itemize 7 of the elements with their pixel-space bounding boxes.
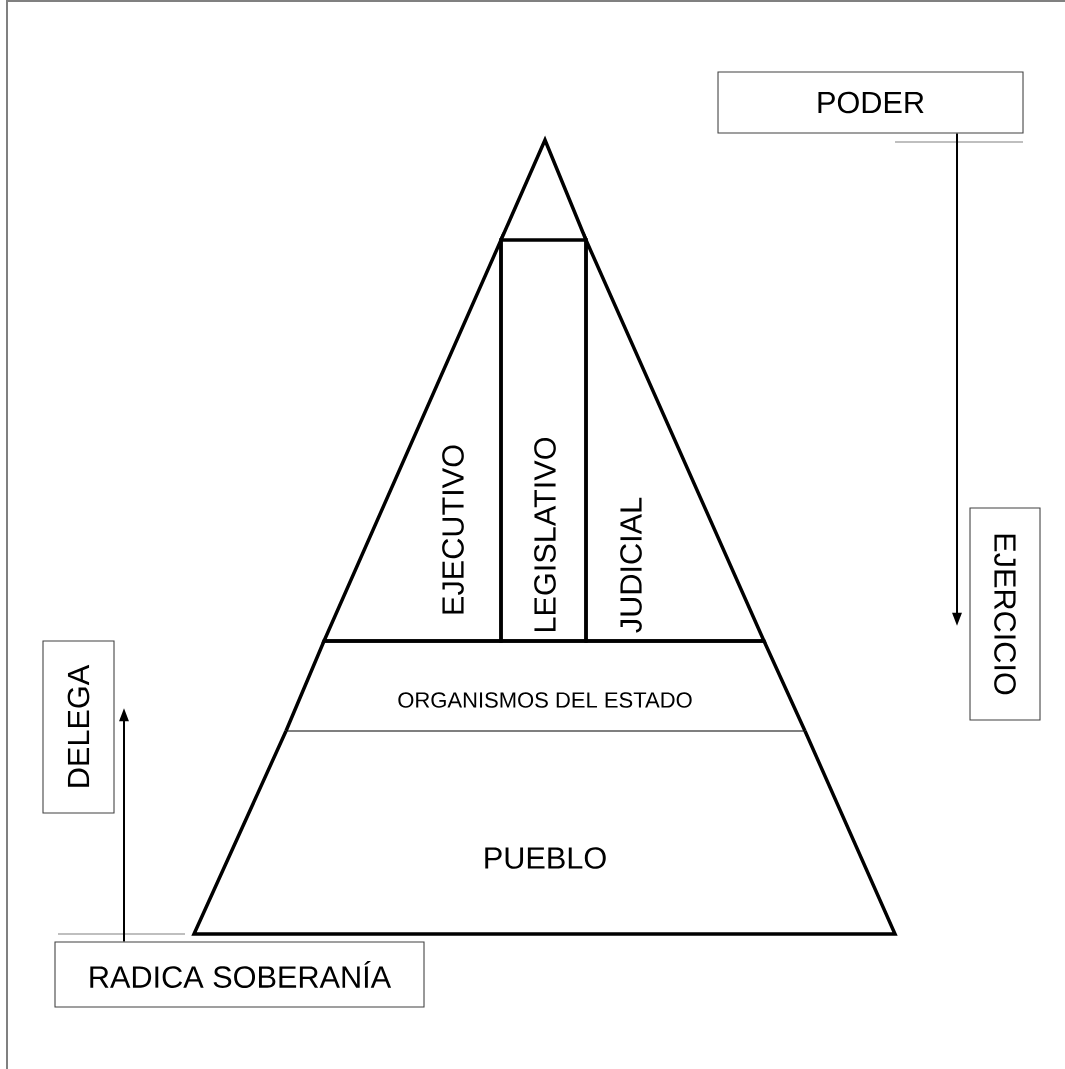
state-band: ORGANISMOS DEL ESTADO: [284, 639, 807, 732]
label-box: DELEGA: [42, 640, 115, 814]
label-box: PODER: [717, 71, 1024, 134]
label-box: EJERCICIO: [969, 507, 1041, 721]
label-box: RADICA SOBERANÍA: [54, 941, 425, 1008]
legislativo-column: LEGISLATIVO: [499, 238, 588, 643]
people-band: PUEBLO: [191, 730, 898, 936]
